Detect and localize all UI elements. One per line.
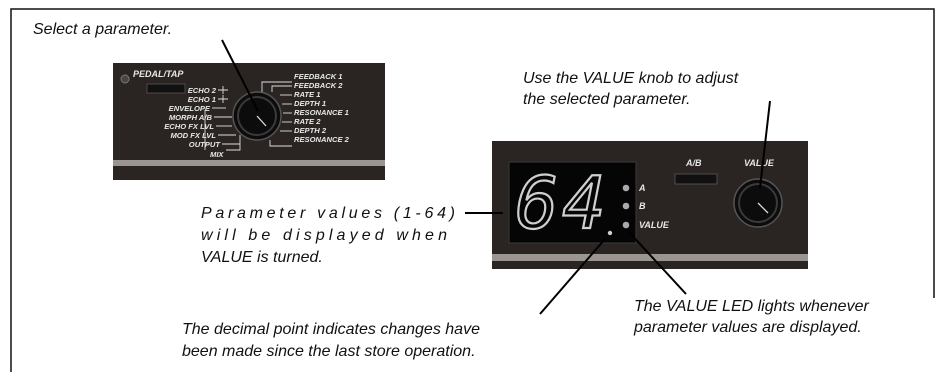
display-digits: 64 <box>515 161 610 245</box>
leader-value-knob <box>759 100 771 189</box>
use-value-caption-line2: the selected parameter. <box>523 91 691 108</box>
right-control-panel: 64 A B VALUE A/B VALUE <box>492 141 808 269</box>
led-b-icon <box>622 202 630 210</box>
right-param-label: RATE 1 <box>294 90 320 99</box>
led-value-label: VALUE <box>639 220 670 230</box>
left-param-label: MIX <box>210 150 224 159</box>
left-param-label: ENVELOPE <box>169 104 211 113</box>
led-a-icon <box>622 184 630 192</box>
right-param-label: RESONANCE 1 <box>294 108 349 117</box>
left-param-label: MOD FX LVL <box>170 131 216 140</box>
parameter-values-caption-line2: will be displayed when <box>201 227 447 244</box>
parameter-values-caption-line1: Parameter values (1-64) <box>201 205 455 222</box>
decimal-point-icon <box>607 230 613 236</box>
pedal-tap-button[interactable] <box>146 83 186 94</box>
use-value-caption-line1: Use the VALUE knob to adjust <box>523 70 739 87</box>
parameter-knob-indicator <box>256 115 267 127</box>
right-param-label: RATE 2 <box>294 117 321 126</box>
ab-button[interactable] <box>674 173 718 185</box>
parameter-knob-ring <box>237 96 277 136</box>
right-param-label: RESONANCE 2 <box>294 135 350 144</box>
led-b-label: B <box>639 201 646 211</box>
decimal-point-caption-line1: The decimal point indicates changes have <box>182 321 480 338</box>
left-param-label: MORPH A/B <box>169 113 213 122</box>
left-param-label: ECHO 1 <box>188 95 216 104</box>
right-param-ticks <box>261 81 292 147</box>
right-panel-stripe <box>492 254 808 261</box>
value-knob-indicator <box>757 202 769 214</box>
right-param-label: DEPTH 2 <box>294 126 327 135</box>
pedal-tap-label: PEDAL/TAP <box>133 69 184 79</box>
value-led-caption-line1: The VALUE LED lights whenever <box>634 298 869 315</box>
led-a-label: A <box>638 183 646 193</box>
ab-button-label: A/B <box>685 158 702 168</box>
select-parameter-caption: Select a parameter. <box>33 21 172 38</box>
leader-value-led <box>627 230 687 295</box>
value-knob-ring <box>738 183 778 223</box>
decimal-point-caption-line2: been made since the last store operation… <box>182 343 476 360</box>
leader-decimal-point <box>539 238 606 315</box>
left-panel-stripe <box>113 160 385 166</box>
value-led-caption-line2: parameter values are displayed. <box>633 319 862 336</box>
parameter-values-caption-line3: VALUE is turned. <box>201 249 323 266</box>
leader-lines <box>221 39 771 315</box>
left-param-label: ECHO 2 <box>188 86 217 95</box>
left-control-panel: PEDAL/TAP ECHO 2 ECHO 1 ENVELOPE MORPH A… <box>113 63 385 180</box>
left-param-label: ECHO FX LVL <box>164 122 214 131</box>
left-param-ticks <box>204 86 241 151</box>
right-param-label: FEEDBACK 2 <box>294 81 343 90</box>
value-knob-label: VALUE <box>744 158 775 168</box>
leader-select <box>221 39 259 112</box>
led-value-icon <box>622 221 630 229</box>
right-param-label: DEPTH 1 <box>294 99 326 108</box>
pedal-led-icon <box>120 74 130 84</box>
led-display <box>508 161 637 244</box>
frame-border <box>10 8 935 372</box>
right-param-label: FEEDBACK 1 <box>294 72 343 81</box>
